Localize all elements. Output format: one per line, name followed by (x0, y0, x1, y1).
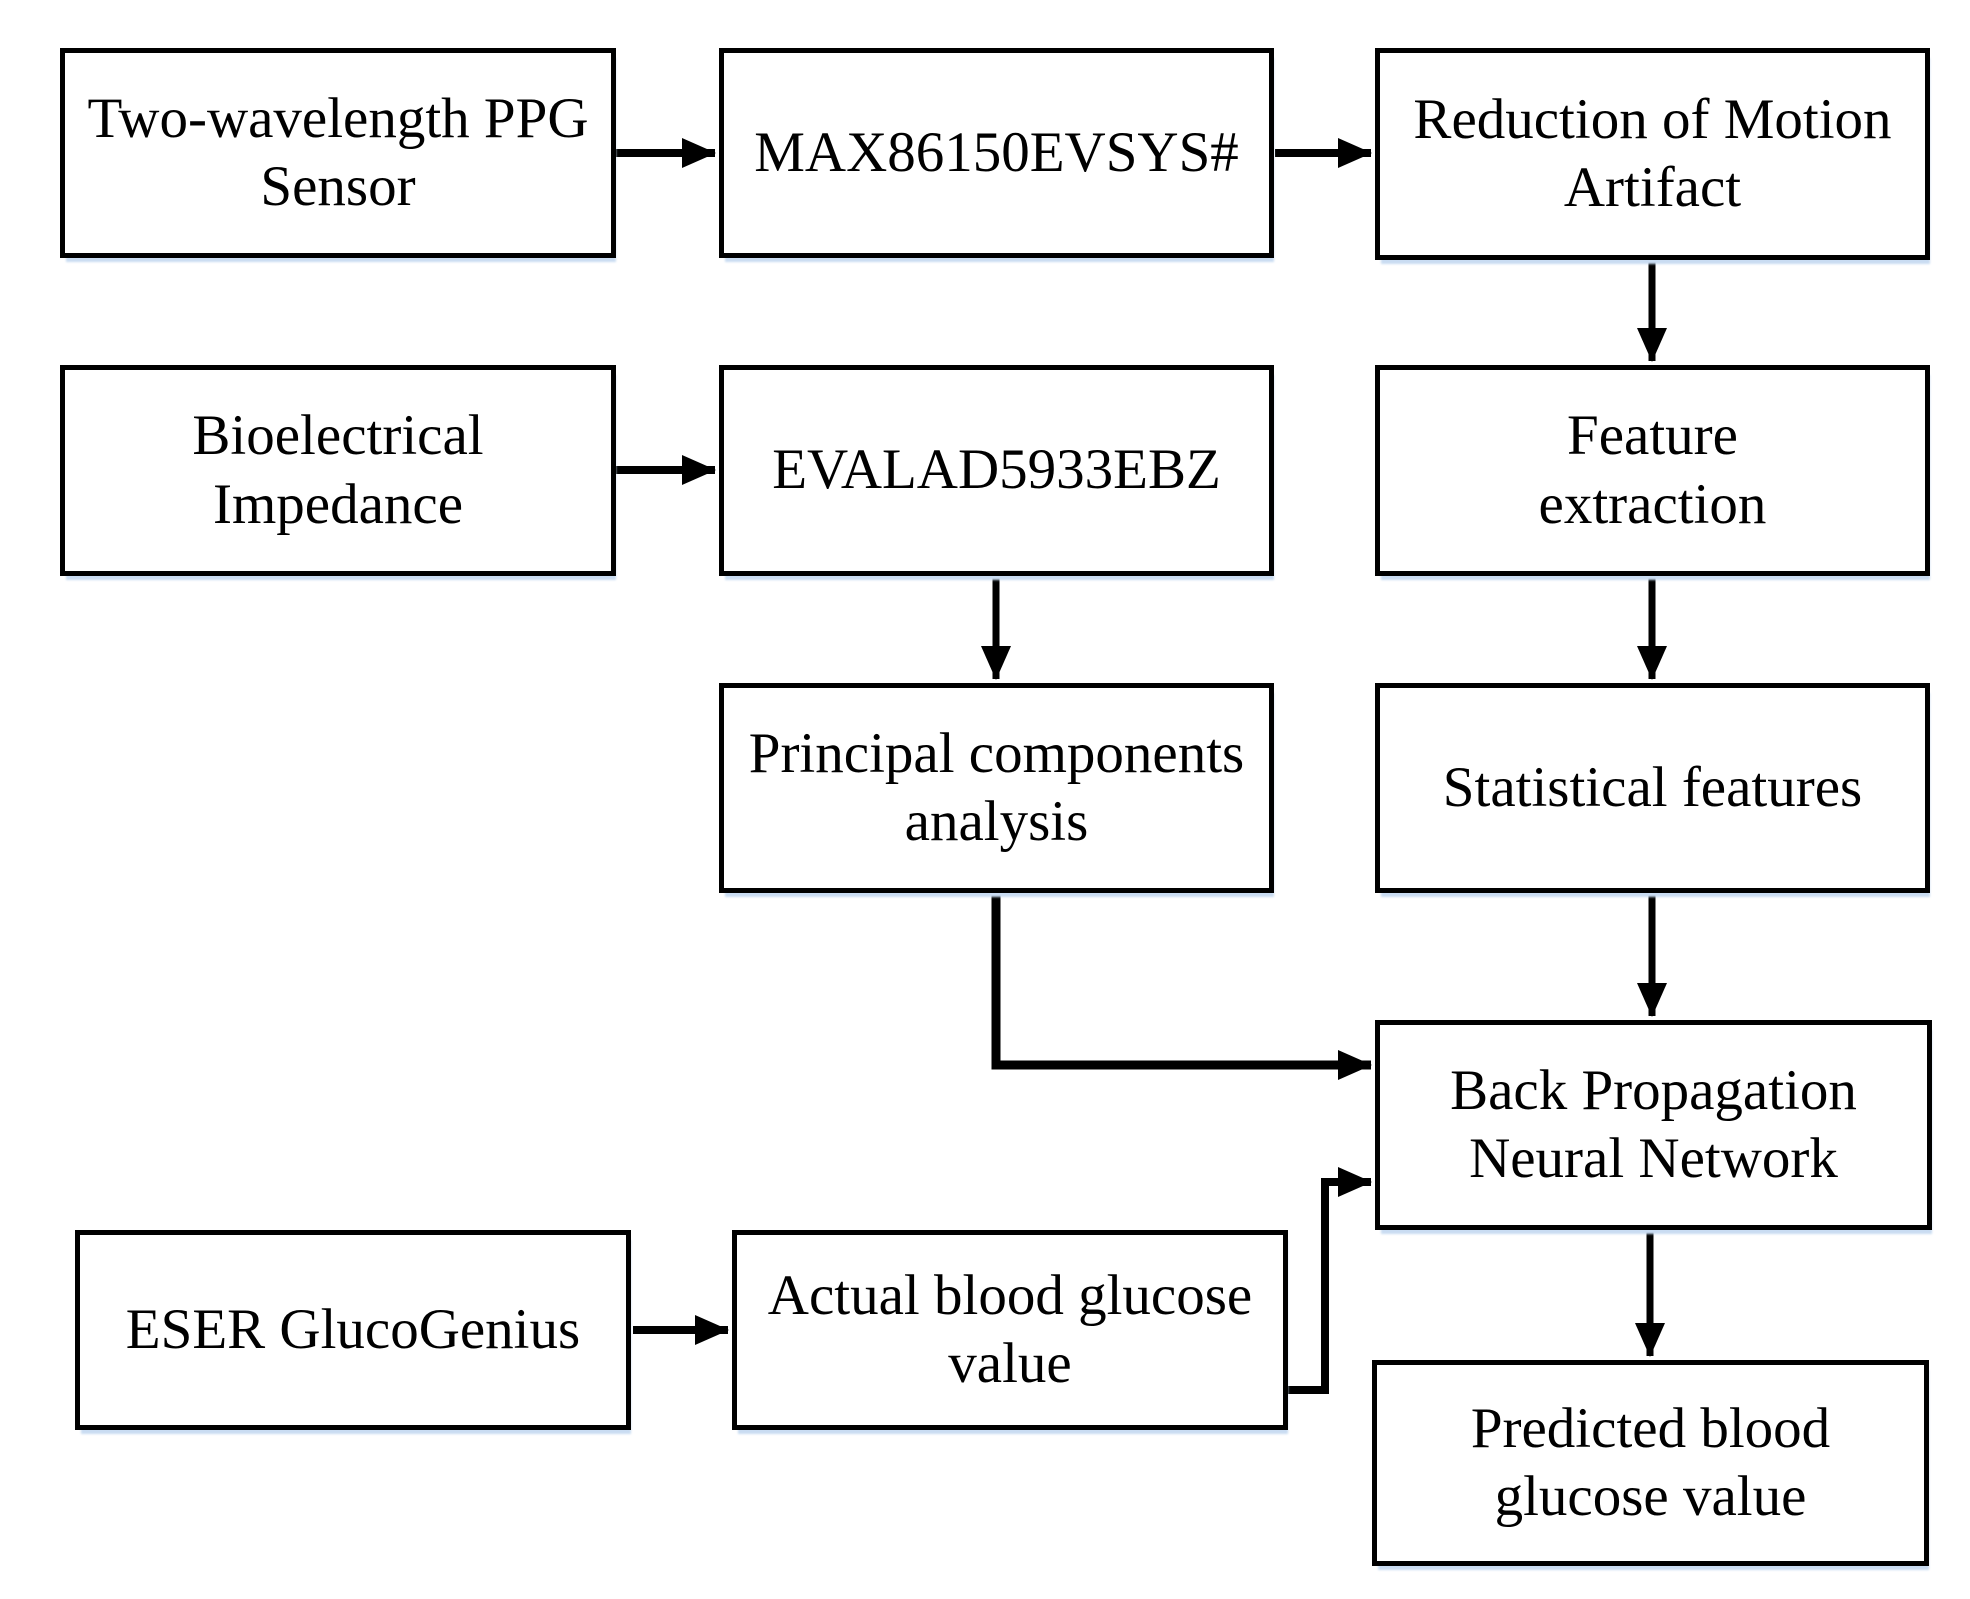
node-actual-blood-glucose-value-label: Actual blood glucose value (767, 1263, 1253, 1395)
node-feature-extraction: Feature extraction (1375, 365, 1930, 576)
connector-pca-to-bpnn (991, 895, 1372, 1080)
node-max86150evsys-label: MAX86150EVSYS# (754, 120, 1239, 184)
node-bioelectrical-impedance: Bioelectrical Impedance (60, 365, 616, 576)
node-eser-glucogenius-label: ESER GlucoGenius (125, 1297, 581, 1361)
node-reduction-of-motion-artifact-label: Reduction of Motion Artifact (1413, 87, 1892, 219)
node-bioelectrical-impedance-label: Bioelectrical Impedance (192, 404, 484, 536)
connector-actual-glucose-to-bpnn (1288, 1167, 1372, 1394)
node-max86150evsys: MAX86150EVSYS# (719, 48, 1274, 258)
node-feature-extraction-label: Feature extraction (1538, 404, 1767, 536)
node-actual-blood-glucose-value: Actual blood glucose value (732, 1230, 1288, 1430)
node-principal-components-analysis-label: Principal components analysis (748, 721, 1245, 853)
node-evalad5933ebz: EVALAD5933EBZ (719, 365, 1274, 576)
node-predicted-blood-glucose-value-label: Predicted blood glucose value (1470, 1396, 1831, 1528)
node-evalad5933ebz-label: EVALAD5933EBZ (772, 438, 1221, 502)
node-statistical-features: Statistical features (1375, 683, 1930, 893)
node-eser-glucogenius: ESER GlucoGenius (75, 1230, 631, 1430)
node-two-wavelength-ppg-sensor-label: Two-wavelength PPG Sensor (87, 86, 589, 218)
node-reduction-of-motion-artifact: Reduction of Motion Artifact (1375, 48, 1930, 260)
node-back-propagation-neural-network-label: Back Propagation Neural Network (1450, 1058, 1857, 1190)
node-back-propagation-neural-network: Back Propagation Neural Network (1375, 1020, 1932, 1230)
node-statistical-features-label: Statistical features (1442, 755, 1863, 819)
node-predicted-blood-glucose-value: Predicted blood glucose value (1372, 1360, 1929, 1566)
node-two-wavelength-ppg-sensor: Two-wavelength PPG Sensor (60, 48, 616, 258)
node-principal-components-analysis: Principal components analysis (719, 683, 1274, 893)
